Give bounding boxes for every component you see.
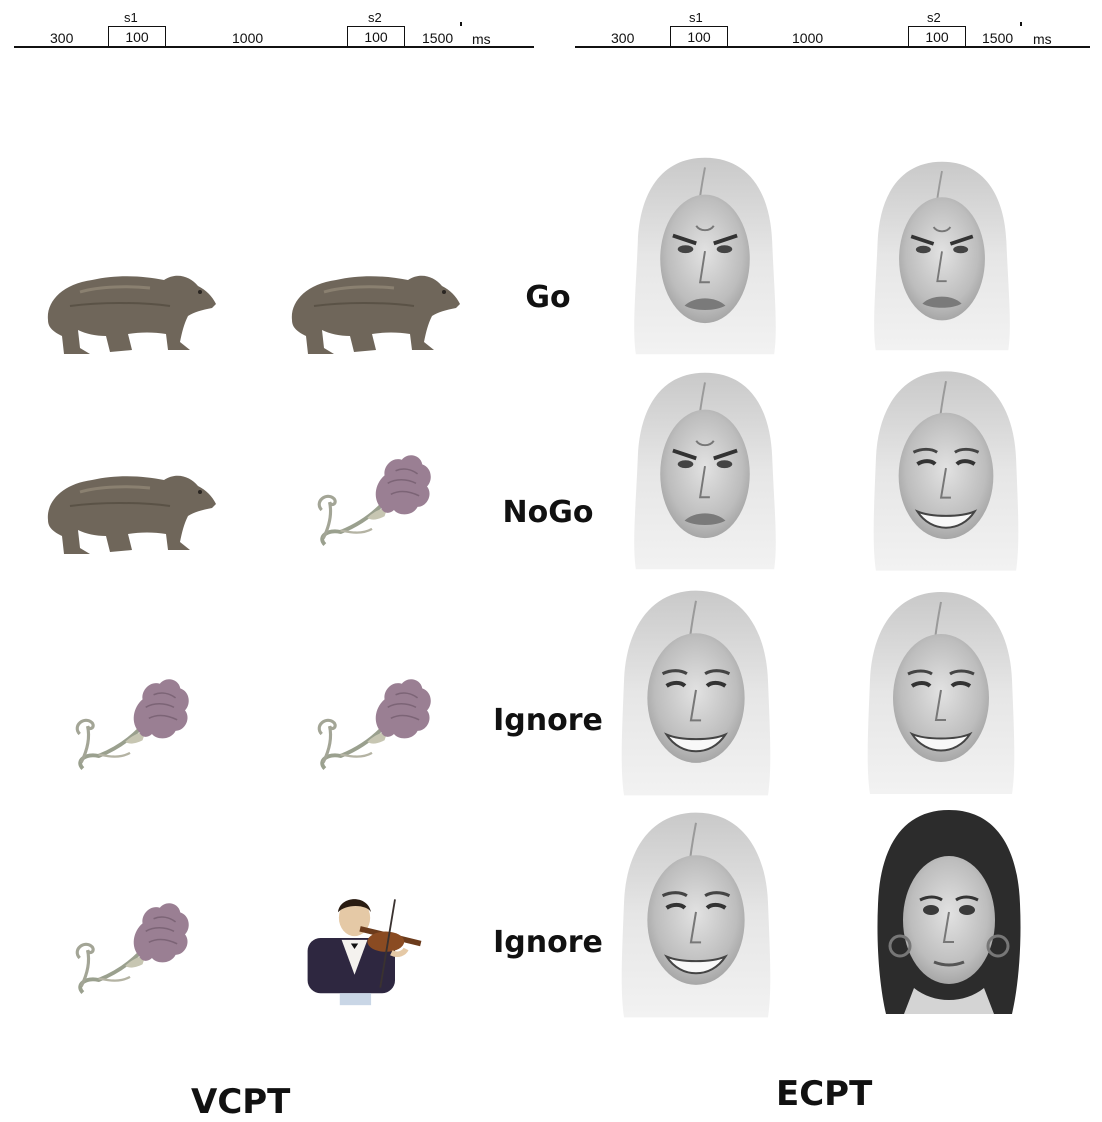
timeline-post: 1500 xyxy=(422,30,453,46)
timeline-axis xyxy=(14,46,534,48)
happy-face-image xyxy=(620,584,772,802)
bear-image xyxy=(40,462,220,557)
panel-title-vcpt: VCPT xyxy=(191,1082,290,1122)
timeline-tick xyxy=(460,22,462,26)
happy-face-image xyxy=(866,584,1016,802)
condition-label-ignore: Ignore xyxy=(468,703,628,738)
flower-image xyxy=(292,444,452,554)
timeline-s2-label: s2 xyxy=(927,10,941,25)
happy-face-image xyxy=(620,806,772,1024)
timeline-pre: 300 xyxy=(50,30,73,46)
flower-image xyxy=(50,668,210,778)
timeline-pre: 300 xyxy=(611,30,634,46)
bear-image xyxy=(284,262,464,357)
condition-label-nogo: NoGo xyxy=(468,495,628,530)
timeline-unit: ms xyxy=(1033,31,1052,47)
angry-face-image xyxy=(632,152,778,360)
bear-image xyxy=(40,262,220,357)
violinist-image xyxy=(302,892,442,1007)
timeline-right: 300 s1 100 1000 s2 100 1500 ms xyxy=(575,0,1100,60)
timeline-isi: 1000 xyxy=(232,30,263,46)
condition-label-go: Go xyxy=(468,280,628,315)
flower-image xyxy=(50,892,210,1002)
panel-title-ecpt: ECPT xyxy=(776,1074,872,1114)
timeline-s1-label: s1 xyxy=(689,10,703,25)
condition-label-ignore: Ignore xyxy=(468,925,628,960)
timeline-s1-label: s1 xyxy=(124,10,138,25)
angry-face-image xyxy=(632,364,778,578)
timeline-isi: 1000 xyxy=(792,30,823,46)
timeline-tick xyxy=(1020,22,1022,26)
timeline-unit: ms xyxy=(472,31,491,47)
timeline-axis xyxy=(575,46,1090,48)
timeline-s1-box: 100 xyxy=(108,26,166,47)
timeline-s1-box: 100 xyxy=(670,26,728,47)
timeline-left: 300 s1 100 1000 s2 100 1500 ms xyxy=(14,0,539,60)
neutral-face-image xyxy=(874,806,1024,1020)
flower-image xyxy=(292,668,452,778)
timeline-s2-box: 100 xyxy=(908,26,966,47)
happy-face-image xyxy=(872,364,1020,578)
timeline-s2-label: s2 xyxy=(368,10,382,25)
angry-face-image xyxy=(872,152,1012,360)
timeline-post: 1500 xyxy=(982,30,1013,46)
timeline-s2-box: 100 xyxy=(347,26,405,47)
